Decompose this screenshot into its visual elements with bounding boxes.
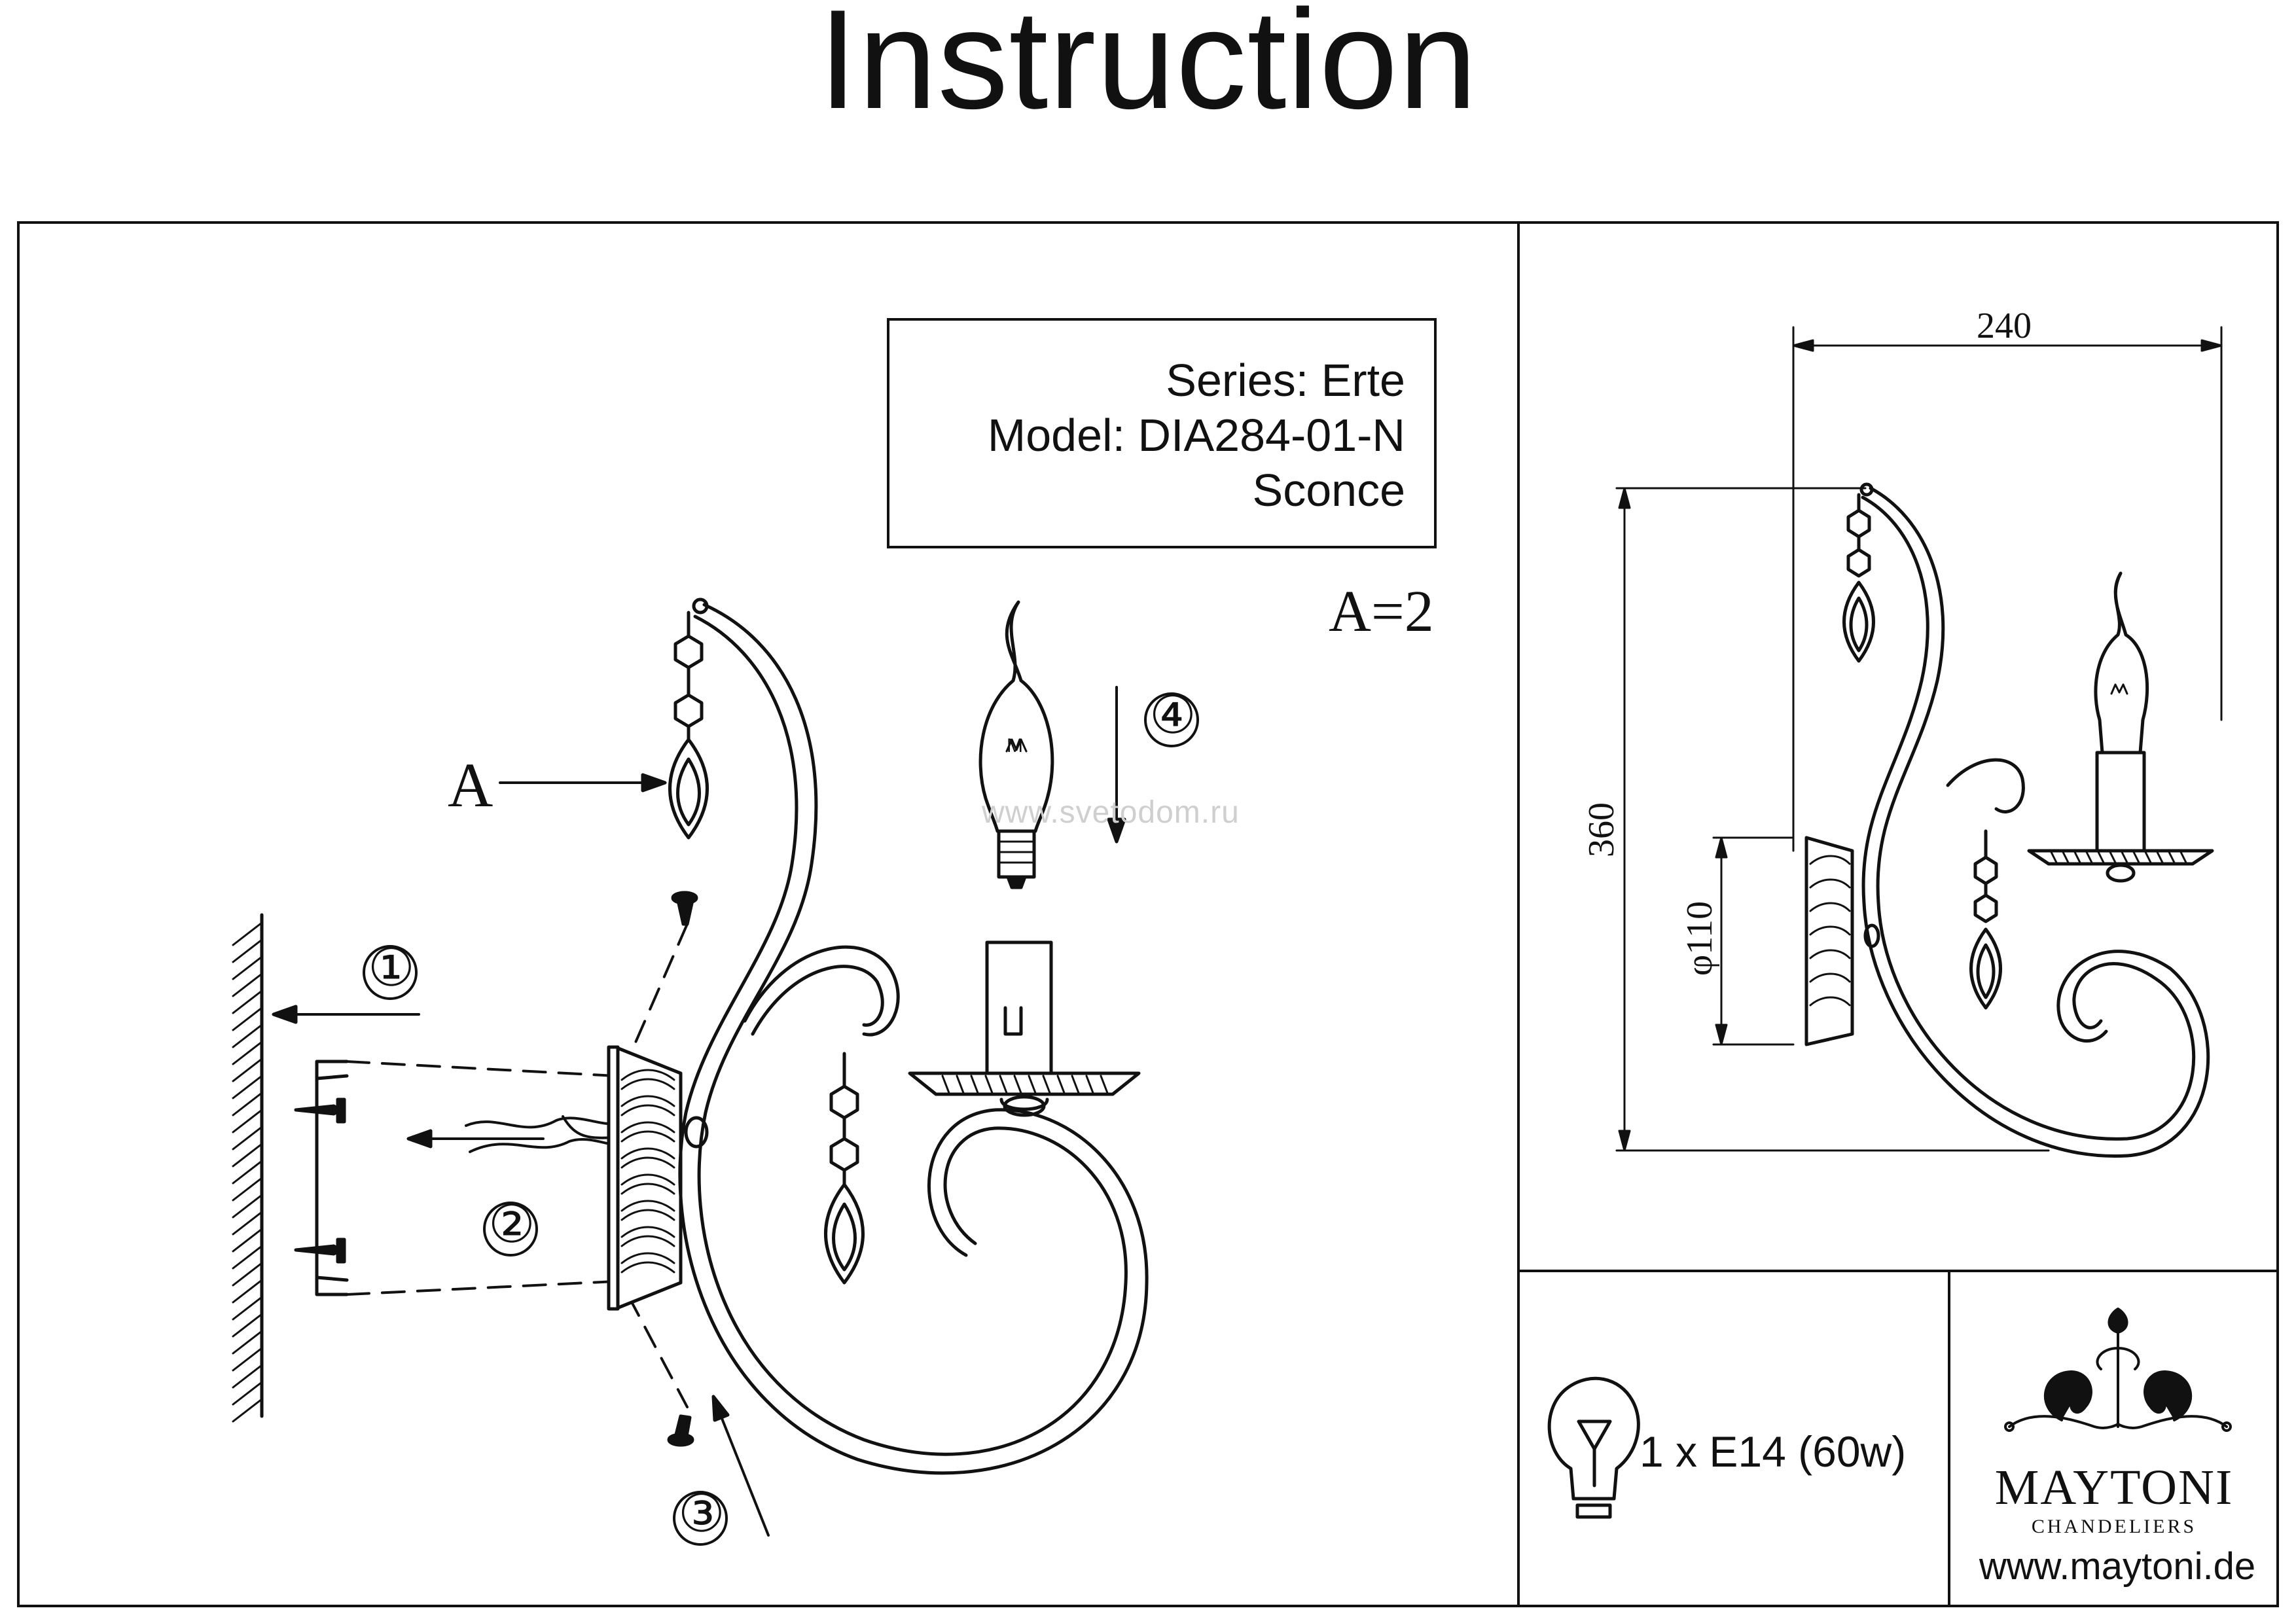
- brand-name: MAYTONI: [1994, 1460, 2234, 1515]
- watermark: www.svetodom.ru: [982, 795, 1240, 830]
- wall-screw-icon: [294, 1097, 346, 1264]
- step-2-label: ②: [488, 1196, 535, 1254]
- arrow-A: [499, 773, 667, 793]
- base-diameter-dimension: φ110: [1679, 901, 1721, 976]
- width-dimension: 240: [1977, 306, 2032, 346]
- bulb-spec: 1 x E14 (60w): [1640, 1427, 1907, 1476]
- crystal-pendant-upper: [668, 611, 709, 840]
- dimension-lines: [1615, 326, 2223, 1152]
- arrow-step-1: [272, 1005, 420, 1024]
- supply-wires: [465, 1115, 619, 1153]
- canopy-backplate: [607, 1045, 683, 1311]
- step-4-label: ④: [1149, 687, 1196, 745]
- arrow-step-2: [406, 1129, 545, 1149]
- arrow-step-3: [711, 1395, 770, 1537]
- arrow-step-4: [1107, 686, 1126, 844]
- front-view-sconce: [1804, 482, 2214, 1158]
- alignment-dashes: [346, 923, 689, 1408]
- model-label: Model: DIA284-01-N: [987, 410, 1405, 461]
- bulb-mark: M: [1007, 735, 1023, 757]
- wall-hatching: [232, 913, 264, 1423]
- panel-divider-vertical: [1517, 221, 1520, 1607]
- sconce-arm: [678, 597, 1149, 1475]
- maytoni-logo-ornament: [2004, 1308, 2232, 1432]
- height-dimension: 360: [1581, 802, 1622, 857]
- series-label: Series: Erte: [1166, 355, 1405, 406]
- candle-holder: [908, 940, 1141, 1117]
- part-a-label: A: [448, 750, 493, 820]
- mounting-bracket: [315, 1060, 349, 1296]
- brand-website: www.maytoni.de: [1979, 1545, 2256, 1588]
- bulb-spec-icon: [1547, 1376, 1640, 1519]
- candle-bulb-icon: [978, 600, 1054, 889]
- diagram-frame: [17, 221, 2279, 1607]
- step-1-label: ①: [368, 940, 415, 997]
- page-title: Instruction: [818, 0, 1478, 138]
- brand-subtitle: CHANDELIERS: [2031, 1516, 2197, 1537]
- panel-divider-horizontal: [1517, 1270, 2279, 1272]
- panel-divider-footer: [1948, 1270, 1950, 1607]
- step-circles: [363, 692, 1199, 1546]
- a-count-label: A=2: [1329, 579, 1434, 644]
- crystal-pendant-lower: [824, 1052, 865, 1285]
- type-label: Sconce: [1252, 465, 1405, 516]
- cover-screw-icon: [667, 891, 698, 1447]
- step-3-label: ③: [678, 1486, 725, 1543]
- product-info-box: Series: Erte Model: DIA284-01-N Sconce: [887, 318, 1437, 548]
